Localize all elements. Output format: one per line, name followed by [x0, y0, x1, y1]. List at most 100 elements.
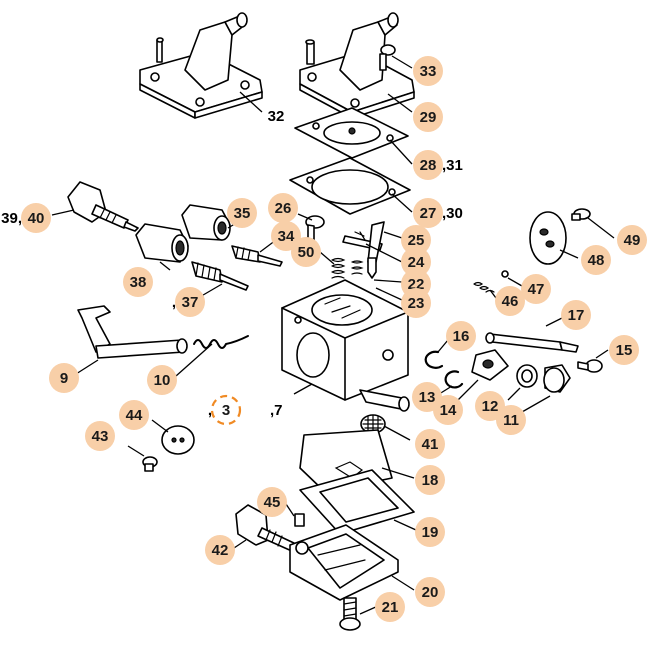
part-15-screw	[577, 359, 603, 373]
callout-badge	[446, 321, 476, 351]
callout-3: 3,,7	[208, 394, 283, 426]
callout-extra: ,30	[442, 205, 463, 222]
callout-number: 33	[420, 63, 437, 80]
callout-50: 50	[291, 237, 321, 267]
part-19-gasket	[299, 469, 415, 535]
callout-badge	[496, 405, 526, 435]
callout-badge	[415, 517, 445, 547]
part-26-screw	[305, 215, 325, 241]
callout-badge	[85, 421, 115, 451]
part-28-pump-diaphragm	[294, 107, 409, 159]
carburetor-body	[281, 279, 410, 412]
callout-number: 27	[420, 205, 437, 222]
callout-number: 25	[408, 232, 425, 249]
callout-number: 26	[275, 200, 292, 217]
callout-34: 34	[271, 221, 301, 251]
callout-number: 20	[422, 584, 439, 601]
callout-number: 34	[278, 228, 295, 245]
callout-badge	[413, 198, 443, 228]
callout-badge	[561, 300, 591, 330]
callout-number: 50	[298, 244, 315, 261]
callout-9: 9	[49, 363, 79, 393]
callout-extra: ,31	[442, 157, 463, 174]
callout-16: 16	[446, 321, 476, 351]
part-24-control-lever	[342, 221, 385, 263]
callout-48: 48	[581, 245, 611, 275]
part-29-pump-cover	[299, 12, 415, 119]
callout-badge	[617, 225, 647, 255]
callout-badge	[21, 203, 51, 233]
callout-number: 19	[422, 524, 439, 541]
callout-32: 32	[268, 108, 285, 125]
callout-badge	[401, 247, 431, 277]
part-17-choke-shaft	[485, 332, 579, 353]
callout-badge	[119, 400, 149, 430]
callout-18: 18	[415, 465, 445, 495]
callout-number: 17	[568, 307, 585, 324]
callout-badge	[375, 592, 405, 622]
callout-24: 24	[401, 247, 431, 277]
part-50-spring	[331, 257, 346, 279]
callout-number: 15	[616, 342, 633, 359]
callout-number: 29	[420, 109, 437, 126]
callout-badge	[415, 465, 445, 495]
callout-21: 21	[375, 592, 405, 622]
part-47-ball	[501, 270, 509, 278]
callout-prefix: 39,	[1, 210, 22, 227]
callout-41: 41	[415, 429, 445, 459]
callout-number: 13	[419, 389, 436, 406]
callout-badge	[413, 150, 443, 180]
callout-25: 25	[401, 225, 431, 255]
callout-number: 41	[422, 436, 439, 453]
callout-badge	[123, 267, 153, 297]
callout-46: 46	[495, 286, 525, 316]
callout-44: 44	[119, 400, 149, 430]
callout-number: 47	[528, 281, 545, 298]
callout-badge	[271, 221, 301, 251]
callout-badge	[175, 287, 205, 317]
callout-badge	[257, 487, 287, 517]
callout-20: 20	[415, 577, 445, 607]
callout-number: 16	[453, 328, 470, 345]
part-38-limiter-cap	[135, 223, 189, 263]
callout-38: 38	[123, 267, 153, 297]
callout-number: 42	[212, 542, 229, 559]
part-32-manifold-cover	[139, 12, 263, 119]
part-34-high-speed-screw	[231, 245, 283, 267]
callout-number: 12	[482, 398, 499, 415]
callout-45: 45	[257, 487, 287, 517]
callout-number: 21	[382, 599, 399, 616]
callout-33: 33	[413, 56, 443, 86]
callout-19: 19	[415, 517, 445, 547]
part-48-choke-plate	[529, 211, 567, 265]
part-44-throttle-plate	[161, 425, 195, 455]
part-45-pin	[294, 513, 305, 527]
callout-14: 14	[433, 395, 463, 425]
callout-badge	[581, 245, 611, 275]
callout-badge	[521, 274, 551, 304]
part-14-choke-lever	[471, 349, 509, 381]
part-39-adjusting-screw	[67, 181, 139, 232]
callout-number: 43	[92, 428, 109, 445]
part-11-choke-knob	[543, 364, 571, 393]
callout-number: 48	[588, 252, 605, 269]
part-49-screw	[571, 208, 591, 221]
callout-26: 26	[268, 193, 298, 223]
part-35-limiter-cap	[181, 204, 231, 241]
callout-badge	[495, 286, 525, 316]
callout-badge	[609, 335, 639, 365]
callout-badge	[227, 198, 257, 228]
part-37-low-speed-screw	[191, 261, 249, 291]
callout-number: 45	[264, 494, 281, 511]
callout-prefix: ,	[208, 402, 212, 419]
callout-suffix: ,7	[270, 402, 283, 419]
part-22-inlet-needle	[351, 257, 377, 279]
part-12-washer	[516, 364, 538, 388]
callout-number: 18	[422, 472, 439, 489]
callout-badge	[147, 365, 177, 395]
callout-number: 37	[182, 294, 199, 311]
callout-badge	[413, 102, 443, 132]
callout-42: 42	[205, 535, 235, 565]
callout-prefix: ,	[172, 294, 176, 311]
